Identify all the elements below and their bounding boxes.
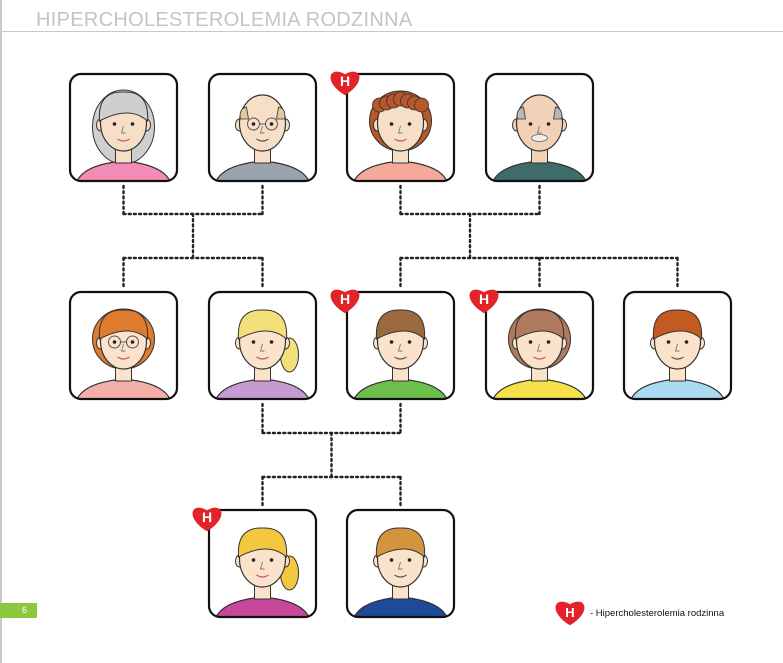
title-rule [0,31,783,32]
card-frame [345,72,456,183]
legend-heart-icon: H [555,601,585,626]
person-avatar [74,308,173,399]
legend: H - Hipercholesterolemia rodzinna [553,598,724,628]
heart-letter: H [340,291,350,307]
person-card-p4 [484,290,595,401]
person-card-c2 [345,508,456,619]
card-frame [68,290,179,401]
person-avatar [74,89,173,181]
hypercholesterolemia-heart-icon: H [330,71,360,96]
page-number: 6 [0,603,37,618]
person-avatar [351,90,450,181]
page-title: HIPERCHOLESTEROLEMIA RODZINNA [36,9,413,31]
hypercholesterolemia-heart-icon: H [469,289,499,314]
person-avatar [628,309,727,399]
legend-heart-letter: H [565,605,574,620]
card-frame [207,290,318,401]
person-card-gp4 [484,72,595,183]
legend-label: - Hipercholesterolemia rodzinna [590,607,725,619]
person-card-p5 [622,290,733,401]
person-avatar [213,309,312,399]
person-avatar [213,527,312,617]
heart-letter: H [479,291,489,307]
card-frame [484,72,595,183]
person-avatar [490,94,589,181]
person-card-p3 [345,290,456,401]
person-cards: H H H H [68,71,733,619]
tree-connectors [122,184,679,507]
person-card-p2 [207,290,318,401]
person-card-c1 [207,508,318,619]
card-frame [207,72,318,183]
page-left-rule [0,0,2,663]
card-frame [345,290,456,401]
person-card-gp3 [345,72,456,183]
person-avatar [351,309,450,399]
person-avatar [490,308,589,399]
person-avatar [213,94,312,181]
card-frame [207,508,318,619]
card-frame [345,508,456,619]
person-card-p1 [68,290,179,401]
card-frame [68,72,179,183]
person-card-gp1 [68,72,179,183]
person-avatar [351,527,450,617]
person-card-gp2 [207,72,318,183]
heart-letter: H [340,73,350,89]
heart-letter: H [202,509,212,525]
hypercholesterolemia-heart-icon: H [330,289,360,314]
card-frame [622,290,733,401]
card-frame [484,290,595,401]
hypercholesterolemia-heart-icon: H [192,507,222,532]
